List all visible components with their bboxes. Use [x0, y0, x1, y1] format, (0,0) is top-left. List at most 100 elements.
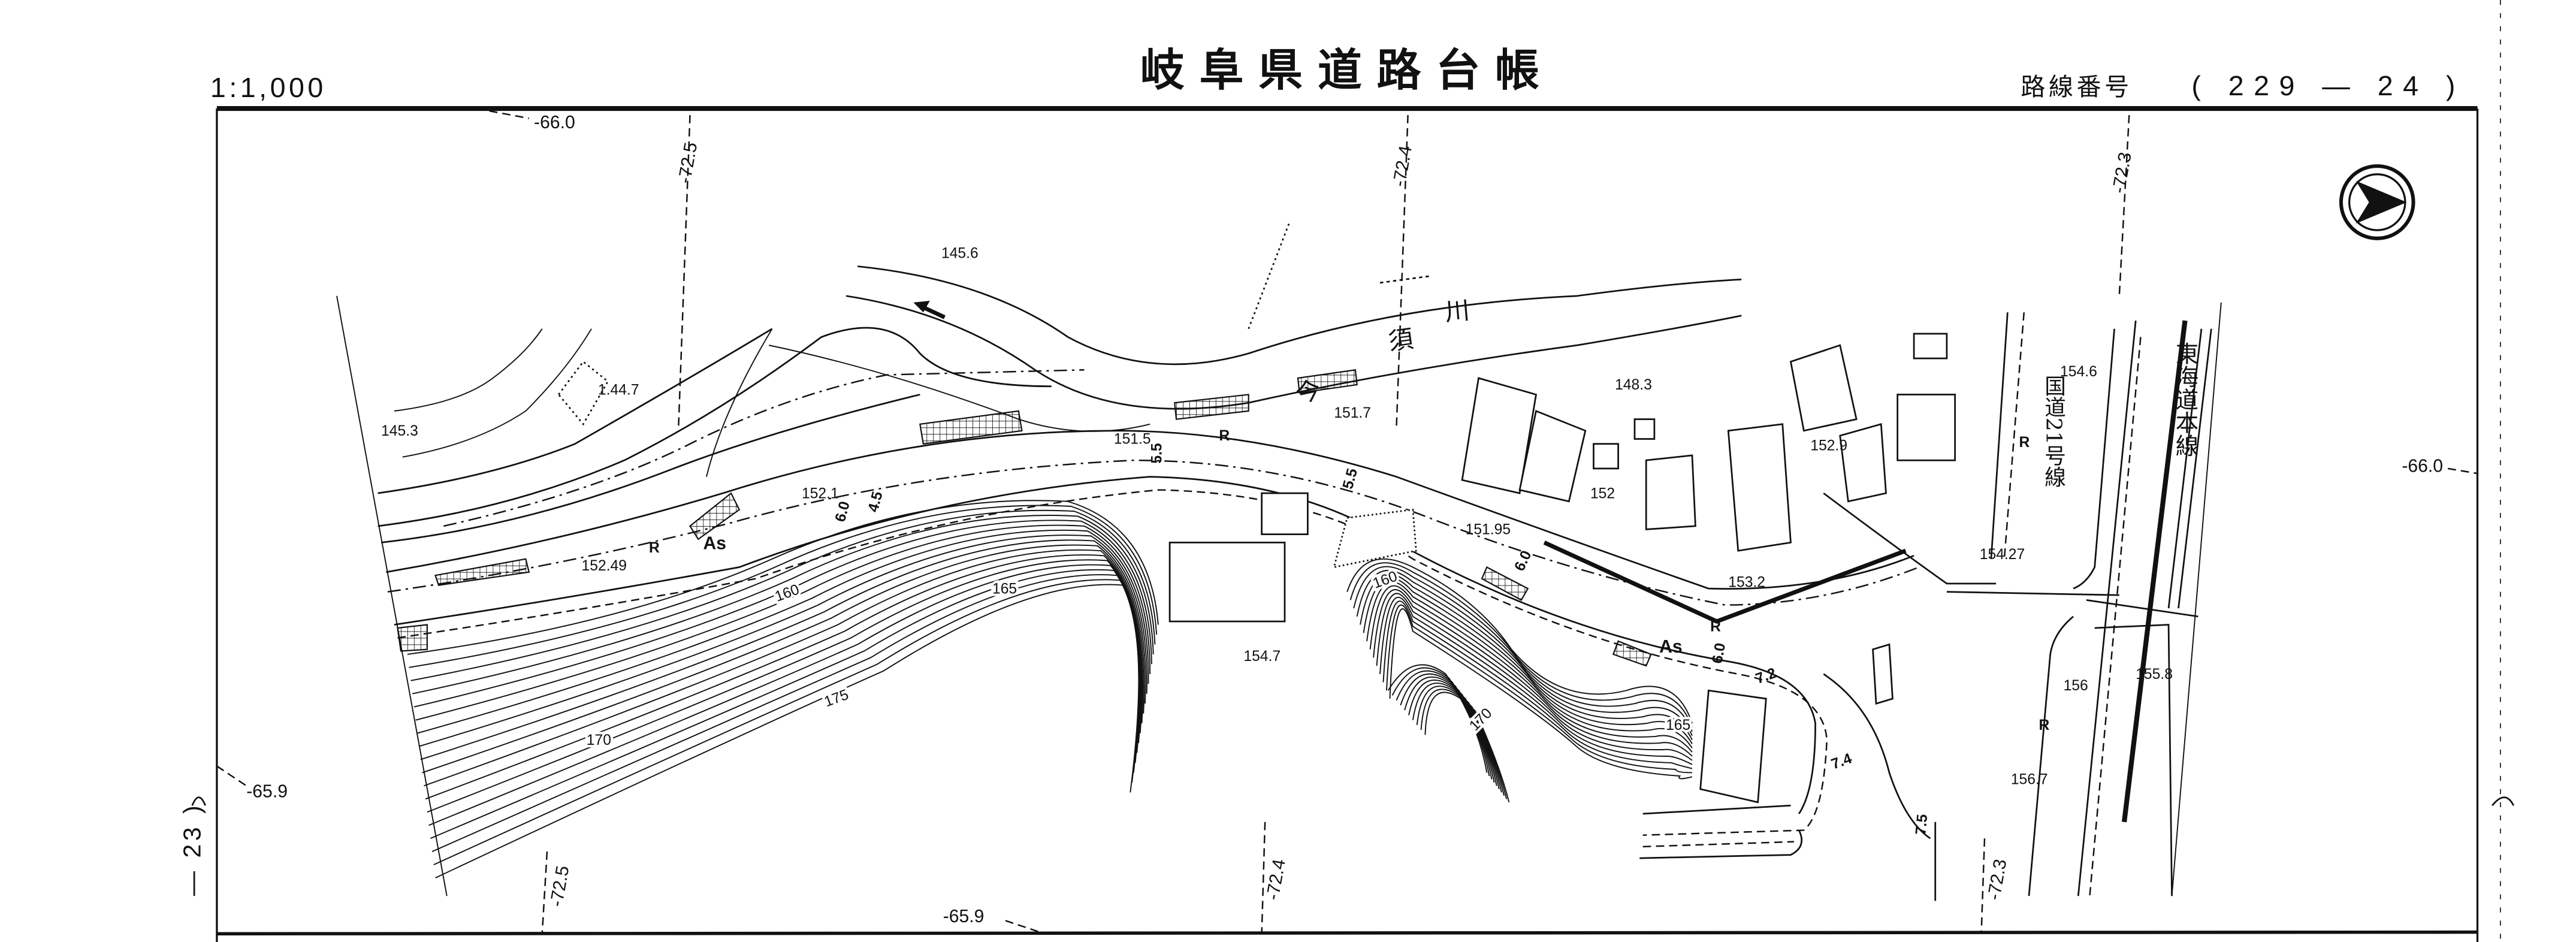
contour-line — [1363, 577, 1693, 744]
river — [768, 221, 1742, 432]
contour-line — [431, 574, 1140, 852]
contour-line — [425, 554, 1143, 800]
contour-line — [1382, 600, 1693, 769]
contour-line — [1420, 689, 1508, 799]
contour-line — [1356, 570, 1693, 736]
road-marks: As As R R R R R — [649, 428, 2049, 733]
contour-lines — [407, 500, 1693, 878]
sheet-number: — 23 ) — [179, 802, 206, 896]
building — [1896, 394, 1956, 461]
road-boundary-mark: R — [1219, 428, 1230, 444]
spot-height: 152.49 — [582, 558, 627, 574]
grid-label: -72.5 — [546, 864, 573, 908]
building — [1461, 377, 1538, 494]
grid-label: -72.4 — [1390, 144, 1416, 188]
contour-label: 175 — [822, 687, 851, 710]
national-road-21 — [1990, 312, 2198, 896]
spot-height: 155.8 — [2136, 666, 2173, 683]
contour-line — [1376, 593, 1693, 761]
road-boundary-mark: R — [1710, 618, 1721, 635]
tokaido-railway-line — [2121, 320, 2188, 823]
contour-line — [1353, 566, 1693, 732]
contour-line — [1360, 573, 1693, 740]
building — [1518, 409, 1587, 503]
width-label: 6.0 — [1512, 548, 1535, 574]
pavement-asphalt-mark: As — [703, 533, 726, 553]
width-label: 6.0 — [832, 500, 853, 524]
spot-height: 154.6 — [2060, 364, 2097, 380]
spot-height: 145.3 — [381, 423, 418, 439]
spot-height: 151.7 — [1334, 405, 1371, 421]
railway-edge — [2167, 328, 2212, 609]
map-frame — [216, 0, 2501, 942]
river-name-char: 川 — [1443, 296, 1470, 327]
width-label: 5.5 — [1340, 467, 1361, 491]
width-label: 5.5 — [1149, 443, 1165, 464]
spot-height: 145.6 — [941, 246, 979, 262]
contour-label: 160 — [1371, 568, 1400, 591]
contour-line — [1369, 585, 1693, 753]
contour-line — [407, 500, 1159, 655]
route-number: ( 229 — 24 ) — [2191, 70, 2465, 101]
spot-height: 152 — [1590, 485, 1615, 502]
contour-line — [1424, 692, 1510, 803]
building — [1593, 443, 1619, 470]
grid-label: -72.5 — [675, 141, 701, 185]
road-boundary-mark: R — [649, 540, 660, 556]
contour-line — [428, 564, 1141, 826]
spot-height: 151.5 — [1114, 431, 1151, 448]
spot-height: 153.2 — [1728, 574, 1765, 590]
spot-height: 152.9 — [1810, 438, 1847, 454]
contour-line — [413, 520, 1152, 708]
contour-line — [1396, 670, 1493, 780]
spot-height: 154.27 — [1980, 547, 2025, 563]
contour-line — [1387, 664, 1488, 773]
grid-label: -72.3 — [2109, 150, 2135, 194]
building — [1633, 418, 1656, 440]
spot-height: 154.7 — [1243, 648, 1281, 665]
building — [1872, 643, 1894, 705]
grid-lines — [216, 107, 2478, 935]
grid-label: -65.9 — [246, 782, 288, 802]
contour-line — [422, 544, 1145, 774]
contour-line — [1379, 596, 1693, 765]
contour-line — [415, 524, 1151, 721]
spot-height: 156 — [2064, 678, 2088, 694]
north-terrain-lines — [378, 327, 1085, 544]
contour-line — [409, 505, 1158, 668]
grid-label: -66.0 — [534, 113, 575, 132]
margin-bracket — [191, 796, 206, 806]
width-label: 7.4 — [1829, 750, 1855, 772]
building — [1168, 541, 1286, 623]
contour-line — [433, 579, 1140, 865]
contour-label: 165 — [992, 581, 1017, 597]
railway-name: 東海道本線 — [2172, 342, 2198, 457]
contour-line — [418, 535, 1147, 747]
contour-line — [1373, 589, 1693, 757]
river-name-char: 須 — [1387, 324, 1415, 356]
spot-height: 156.7 — [2011, 772, 2048, 788]
contour-line — [1416, 686, 1505, 796]
contour-label: 165 — [1666, 717, 1690, 733]
building — [1645, 454, 1696, 530]
survey-boundary — [336, 295, 2222, 896]
contour-line — [1408, 680, 1500, 790]
contour-line — [435, 584, 1140, 878]
road-boundary-mark: R — [2039, 717, 2049, 733]
national-road-name: 国道21号線 — [2042, 375, 2066, 488]
margin-bracket — [2492, 796, 2515, 807]
contour-line — [420, 539, 1146, 760]
contour-label: 170 — [587, 732, 611, 748]
contour-line — [424, 549, 1144, 787]
contour-line — [412, 515, 1154, 695]
contour-line — [410, 509, 1156, 681]
spot-heights: 145.6 1.44.7 145.3 152.49 152.1 151.5 15… — [381, 246, 2173, 788]
building — [1699, 689, 1767, 804]
grid-label: -72.3 — [1984, 858, 2010, 901]
road-boundary-mark: R — [2019, 434, 2030, 451]
width-label: 4.5 — [865, 490, 886, 514]
width-label: 7.5 — [1913, 813, 1931, 835]
grid-label: -72.4 — [1263, 858, 1289, 901]
building — [1913, 333, 1948, 360]
